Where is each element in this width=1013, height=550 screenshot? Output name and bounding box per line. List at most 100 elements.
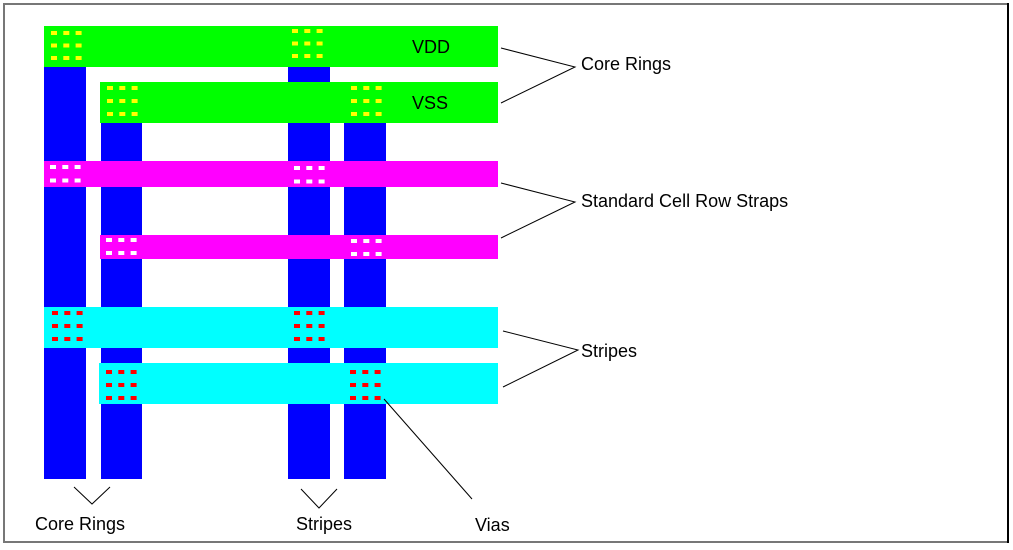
via-vdd-left <box>51 31 57 35</box>
via-stripe2-right <box>362 396 369 400</box>
via-vdd-left <box>63 56 70 60</box>
via-stripe1-mid <box>318 324 325 328</box>
via-vdd-left <box>75 31 82 35</box>
via-strap2-right <box>375 252 382 256</box>
bars-group <box>44 26 498 404</box>
via-vdd-left <box>75 43 82 48</box>
via-vdd-mid <box>316 41 323 46</box>
via-stripe1-left <box>52 324 58 328</box>
via-strap2-left <box>118 251 125 255</box>
via-vss-right <box>375 112 382 116</box>
via-stripe1-mid <box>294 337 300 341</box>
stripe-1 <box>44 307 498 348</box>
core-ring-vss <box>100 82 498 123</box>
vdd-label: VDD <box>412 37 450 57</box>
straps-label: Standard Cell Row Straps <box>581 191 788 211</box>
via-stripe2-right <box>374 370 381 374</box>
via-strap2-left <box>106 238 112 242</box>
via-stripe2-right <box>362 370 369 374</box>
via-vdd-mid <box>316 29 323 33</box>
via-strap1-left <box>50 165 56 169</box>
via-strap1-mid <box>318 166 325 170</box>
via-strap1-mid <box>306 166 313 170</box>
core-ring-column-2 <box>101 82 142 479</box>
via-stripe1-mid <box>294 311 300 315</box>
via-stripe2-left <box>118 396 125 400</box>
via-vss-left <box>131 86 138 90</box>
via-strap2-left <box>130 251 137 255</box>
bottom-stripes-callout <box>300 488 338 509</box>
via-vss-left <box>107 99 113 103</box>
via-vdd-left <box>51 56 57 60</box>
stripe-column-2 <box>344 82 386 479</box>
via-vdd-left <box>63 31 70 35</box>
bottom-core-rings-callout <box>73 486 111 505</box>
via-strap2-right <box>363 252 370 256</box>
via-stripe2-left <box>130 383 137 387</box>
via-vdd-mid <box>292 41 298 46</box>
via-strap1-left <box>62 178 69 183</box>
vias-label: Vias <box>475 515 510 535</box>
via-vss-left <box>107 112 113 116</box>
via-stripe1-mid <box>306 337 313 341</box>
via-strap1-mid <box>294 166 300 170</box>
via-strap1-mid <box>318 179 325 184</box>
via-strap1-mid <box>294 179 300 184</box>
via-vss-right <box>363 86 370 90</box>
via-stripe1-mid <box>306 311 313 315</box>
via-vdd-mid <box>304 41 311 46</box>
via-vss-right <box>351 112 357 116</box>
bottom-stripes-label: Stripes <box>296 514 352 534</box>
via-stripe1-left <box>76 337 83 341</box>
via-strap1-left <box>50 178 56 183</box>
stripes-callout <box>502 330 580 388</box>
via-vdd-mid <box>304 29 311 33</box>
via-strap1-left <box>62 165 69 169</box>
via-stripe2-left <box>118 383 125 387</box>
via-vss-right <box>375 86 382 90</box>
strap-2 <box>100 235 498 259</box>
via-strap2-right <box>351 252 357 256</box>
via-stripe2-right <box>362 383 369 387</box>
via-vdd-mid <box>304 54 311 58</box>
via-strap1-left <box>74 165 81 169</box>
via-strap2-right <box>363 239 370 243</box>
via-stripe2-right <box>350 383 356 387</box>
via-strap2-right <box>351 239 357 243</box>
via-stripe1-mid <box>318 337 325 341</box>
via-stripe1-left <box>52 337 58 341</box>
via-stripe1-mid <box>306 324 313 328</box>
via-vdd-mid <box>316 54 323 58</box>
via-stripe2-right <box>374 383 381 387</box>
via-vss-right <box>351 99 357 103</box>
bottom-core-rings-label: Core Rings <box>35 514 125 534</box>
via-stripe2-left <box>130 396 137 400</box>
via-strap2-left <box>106 251 112 255</box>
via-stripe2-right <box>374 396 381 400</box>
via-vss-right <box>363 112 370 116</box>
via-stripe2-left <box>118 370 125 374</box>
vias-callout <box>383 398 473 500</box>
via-strap2-left <box>130 238 137 242</box>
via-stripe1-left <box>52 311 58 315</box>
stripe-2 <box>99 363 498 404</box>
via-stripe1-left <box>76 311 83 315</box>
via-vdd-mid <box>292 29 298 33</box>
via-vdd-mid <box>292 54 298 58</box>
via-stripe1-left <box>64 337 71 341</box>
via-vss-right <box>375 99 382 103</box>
stripes-label: Stripes <box>581 341 637 361</box>
via-strap2-left <box>118 238 125 242</box>
via-vdd-left <box>51 43 57 48</box>
strap-1 <box>44 161 498 187</box>
vias-group <box>50 29 382 400</box>
via-vss-right <box>351 86 357 90</box>
callout-lines <box>73 47 580 509</box>
via-stripe2-right <box>350 370 356 374</box>
via-strap2-right <box>375 239 382 243</box>
via-vss-left <box>119 86 126 90</box>
via-strap1-left <box>74 178 81 183</box>
straps-callout <box>500 182 577 239</box>
vss-label: VSS <box>412 93 448 113</box>
